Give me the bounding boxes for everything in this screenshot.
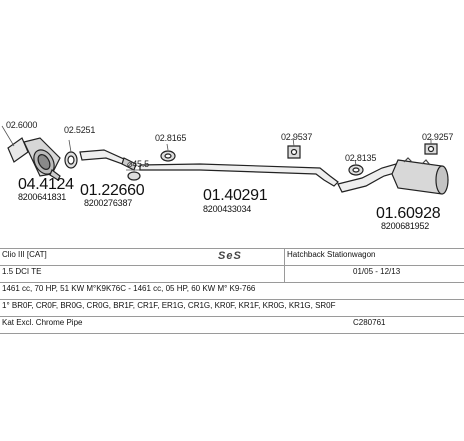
rubber-hanger-illustration — [160, 143, 176, 162]
table-row-extra: Kat Excl. Chrome Pipe C280761 — [0, 316, 464, 334]
ref-number-2: 02.5251 — [64, 125, 96, 135]
exhaust-diagram: 02.6000 02.5251 02.8165 02.9537 02.8135 … — [1, 120, 454, 231]
part-number-2: 01.22660 — [80, 182, 145, 199]
table-row-codes: 1° BR0F, CR0F, BR0G, CR0G, BR1F, CR1F, E… — [0, 299, 464, 317]
table-divider — [0, 316, 464, 317]
table-row-engine: 1.5 DCI TE 01/05 - 12/13 — [0, 265, 464, 283]
extra-info-cell: Kat Excl. Chrome Pipe — [2, 318, 83, 327]
oem-number-2: 8200276387 — [84, 198, 133, 208]
hanger-bracket-illustration — [287, 137, 301, 159]
vehicle-codes-cell: 1° BR0F, CR0F, BR0G, CR0G, BR1F, CR1F, E… — [2, 301, 336, 310]
table-divider — [0, 299, 464, 300]
exhaust-system-drawing — [1, 125, 449, 195]
brand-logo: SeS — [218, 250, 242, 262]
oem-number-4: 8200681952 — [381, 221, 430, 231]
intermediate-pipe-illustration — [139, 163, 339, 187]
pipe-clamp-illustration — [126, 169, 142, 181]
table-divider — [0, 282, 464, 283]
table-divider — [0, 265, 464, 266]
table-row-model: Clio III [CAT] SeS Hatchback Stationwago… — [0, 248, 464, 266]
catalytic-converter-illustration — [1, 125, 61, 181]
model-cell: Clio III [CAT] — [2, 250, 47, 259]
ref-number-4: 02.9537 — [281, 132, 313, 142]
specs-cell: 1461 cc, 70 HP, 51 KW M°K9K76C - 1461 cc… — [2, 284, 256, 293]
oem-number-3: 8200433034 — [203, 204, 252, 214]
product-code-cell: C280761 — [353, 318, 386, 327]
years-cell: 01/05 - 12/13 — [353, 267, 401, 276]
rear-muffler-illustration — [337, 157, 449, 195]
engine-cell: 1.5 DCI TE — [2, 267, 42, 276]
ref-number-3: 02.8165 — [155, 133, 187, 143]
table-divider — [0, 248, 464, 249]
part-number-3: 01.40291 — [203, 187, 268, 204]
ref-number-5: 02.8135 — [345, 153, 377, 163]
part-number-1: 04.4124 — [18, 176, 74, 193]
part-number-4: 01.60928 — [376, 205, 441, 222]
ref-number-1: 02.6000 — [6, 120, 38, 130]
table-row-specs: 1461 cc, 70 HP, 51 KW M°K9K76C - 1461 cc… — [0, 282, 464, 300]
rear-hanger-illustration — [348, 159, 364, 176]
dimension-value: 45.5 — [132, 159, 149, 169]
oem-number-1: 8200641831 — [18, 192, 67, 202]
body-type-cell: Hatchback Stationwagon — [287, 250, 376, 259]
dimension-label: ⌀45.5 — [127, 159, 149, 169]
table-divider — [0, 333, 464, 334]
ref-number-6: 02.9257 — [422, 132, 454, 142]
rear-bracket-illustration — [424, 138, 438, 155]
flange-gasket-illustration — [64, 139, 78, 169]
